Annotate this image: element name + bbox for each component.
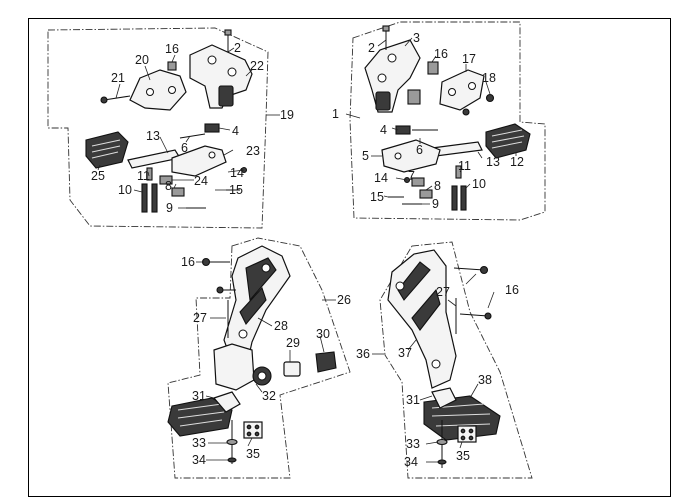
callout-8-right: 8: [434, 179, 441, 193]
callout-10-right: 10: [472, 177, 486, 191]
callout-13-right: 13: [486, 155, 500, 169]
front-right-plate-17: [439, 69, 485, 111]
callout-38: 38: [478, 373, 492, 387]
callout-2-right: 2: [368, 41, 375, 55]
callout-25: 25: [91, 169, 105, 183]
callout-22: 22: [250, 59, 264, 73]
group-outline-front-right: [349, 21, 546, 221]
front-right-assembly: [364, 25, 531, 211]
callout-12: 12: [510, 155, 524, 169]
callout-21: 21: [111, 71, 125, 85]
callout-7: 7: [408, 169, 415, 183]
callout-31-right: 31: [406, 393, 420, 407]
callout-33: 33: [192, 436, 206, 450]
callout-14-right: 14: [374, 171, 388, 185]
callout-15-right: 15: [370, 190, 384, 204]
callout-labels: 2 16 20 21 22 19 4 6 13 23 25 14 15 24 8…: [91, 31, 524, 469]
callout-9: 9: [166, 201, 173, 215]
leader-lines: [97, 37, 517, 463]
callout-34: 34: [192, 453, 206, 467]
callout-36: 36: [356, 347, 370, 361]
callout-13: 13: [146, 129, 160, 143]
callout-16-rear-right: 16: [505, 283, 519, 297]
callout-10: 10: [118, 183, 132, 197]
callout-23: 23: [246, 144, 260, 158]
callout-5: 5: [362, 149, 369, 163]
callout-27-right: 27: [436, 285, 450, 299]
callout-24: 24: [194, 174, 208, 188]
rear-left-assembly: [167, 245, 337, 464]
callout-17: 17: [462, 52, 476, 66]
group-outline-rear-right: [379, 241, 533, 479]
callout-2: 2: [234, 41, 241, 55]
callout-28: 28: [274, 319, 288, 333]
callout-35: 35: [246, 447, 260, 461]
callout-35-right: 35: [456, 449, 470, 463]
callout-11-right: 11: [458, 159, 471, 173]
callout-16-rear-left: 16: [181, 255, 195, 269]
callout-11: 11: [137, 169, 150, 183]
group-outline-rear-left: [167, 237, 351, 479]
callout-32: 32: [262, 389, 276, 403]
callout-3: 3: [413, 31, 420, 45]
callout-8: 8: [165, 179, 172, 193]
callout-14: 14: [230, 166, 244, 180]
callout-16: 16: [165, 42, 179, 56]
front-left-plate-20: [129, 69, 187, 111]
front-right-arm: [381, 139, 441, 173]
callout-31: 31: [192, 389, 206, 403]
callout-34-right: 34: [404, 455, 418, 469]
callout-37: 37: [398, 346, 412, 360]
callout-29: 29: [286, 336, 300, 350]
callout-27: 27: [193, 311, 207, 325]
callout-16-right: 16: [434, 47, 448, 61]
callout-6-right: 6: [416, 143, 423, 157]
rear-right-assembly: [387, 249, 501, 468]
rear-left-footpeg: [167, 397, 233, 437]
callout-9-right: 9: [432, 197, 439, 211]
callout-20: 20: [135, 53, 149, 67]
callout-26: 26: [337, 293, 351, 307]
callout-15: 15: [229, 183, 243, 197]
callout-18: 18: [482, 71, 496, 85]
group-outline-front-left: [47, 27, 269, 229]
callout-4: 4: [232, 124, 239, 138]
callout-4-right: 4: [380, 123, 387, 137]
front-right-footpeg-12: [485, 123, 531, 159]
front-left-assembly: [85, 29, 253, 213]
callout-1: 1: [332, 107, 339, 121]
front-left-footpeg-25: [85, 131, 129, 169]
group-outlines: [47, 21, 546, 479]
callout-6: 6: [181, 141, 188, 155]
callout-19: 19: [280, 108, 294, 122]
callout-30: 30: [316, 327, 330, 341]
callout-33-right: 33: [406, 437, 420, 451]
